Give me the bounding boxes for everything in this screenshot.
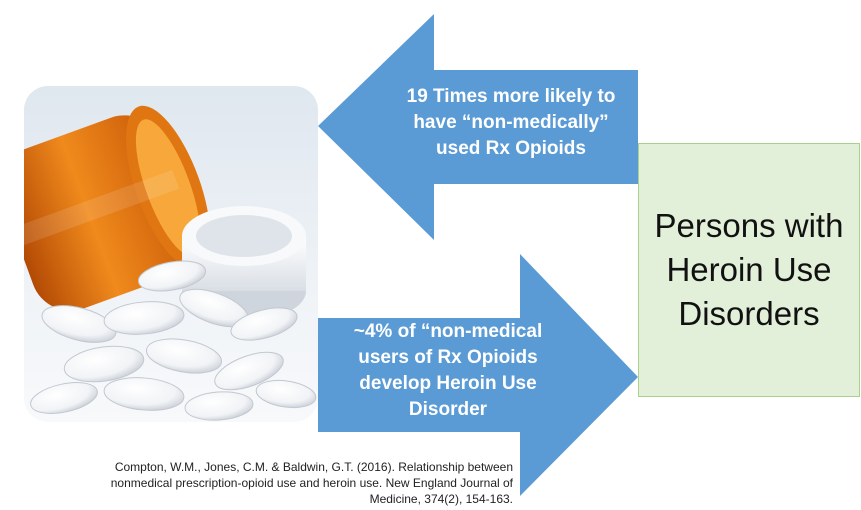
pill-bottle-image: [24, 86, 318, 422]
top-arrow-line-2: have “non-medically”: [413, 112, 609, 133]
heroin-use-disorder-box: Persons with Heroin Use Disorders: [638, 143, 860, 397]
citation-line-1: Compton, W.M., Jones, C.M. & Baldwin, G.…: [114, 460, 513, 474]
box-label: Persons with Heroin Use Disorders: [654, 207, 844, 332]
bottom-arrow-label: ~4% of “non-medical users of Rx Opioids …: [324, 319, 572, 423]
top-arrow-line-1: 19 Times more likely to: [406, 86, 616, 107]
citation-line-3: Medicine, 374(2), 154-163.: [369, 492, 513, 506]
left-arrow-shape: [318, 14, 638, 240]
bottom-arrow-line-4: Disorder: [408, 399, 488, 420]
citation: Compton, W.M., Jones, C.M. & Baldwin, G.…: [8, 459, 513, 507]
bottom-arrow-line-2: users of Rx Opioids: [358, 347, 538, 368]
top-arrow-label: 19 Times more likely to have “non-medica…: [376, 84, 646, 162]
top-arrow-line-3: used Rx Opioids: [436, 138, 586, 159]
bottom-arrow-line-1: ~4% of “non-medical: [353, 321, 543, 342]
right-arrow-shape: [318, 254, 638, 496]
bottom-arrow-line-3: develop Heroin Use: [359, 373, 537, 394]
citation-line-2: nonmedical prescription-opioid use and h…: [110, 476, 513, 490]
